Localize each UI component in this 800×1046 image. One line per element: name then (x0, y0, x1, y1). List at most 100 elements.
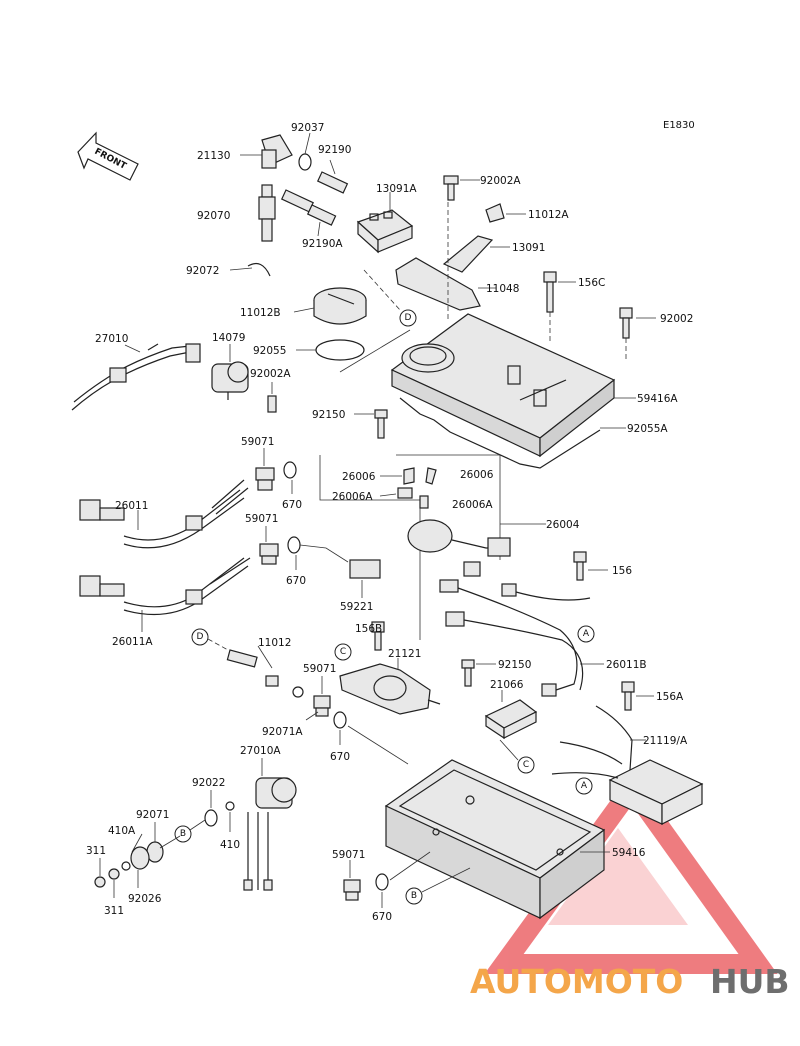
terminal-26006A-1 (397, 487, 413, 499)
label-21130: 21130 (197, 150, 230, 162)
label-92026: 92026 (128, 893, 162, 905)
bolt-156B (374, 631, 382, 651)
harness-26011B (439, 579, 591, 697)
bolt-92002-head (619, 307, 633, 319)
label-11012A: 11012A (528, 209, 569, 221)
label-14079: 14079 (212, 332, 245, 344)
bolt-92002A-2 (447, 183, 455, 201)
svg-text:A: A (581, 781, 588, 791)
diagram-code: E1830 (663, 120, 695, 131)
bolt-92150-2 (464, 667, 472, 687)
label-27010A: 27010A (240, 745, 281, 757)
ref-B-1 (405, 887, 423, 905)
label-92002A-2: 92002A (480, 175, 521, 187)
bolt-156A-head (621, 681, 635, 693)
label-92150-1: 92150 (312, 409, 345, 421)
label-92037: 92037 (291, 122, 324, 134)
tube-92190A-1 (280, 189, 314, 213)
tube-11012 (226, 649, 258, 668)
clamp-92072 (247, 263, 271, 277)
front-arrow-icon: FRONT (77, 131, 139, 181)
label-92071A: 92071A (262, 726, 303, 738)
label-11048: 11048 (486, 283, 519, 295)
label-26006-1: 26006 (342, 471, 376, 483)
label-27010: 27010 (95, 333, 128, 345)
label-26006-2: 26006 (460, 469, 494, 481)
label-26011: 26011 (115, 500, 148, 512)
bolt-92002A-2-head (443, 175, 459, 185)
label-21119A: 21119/A (643, 735, 688, 747)
label-92072: 92072 (186, 265, 219, 277)
label-21066: 21066 (490, 679, 524, 691)
tube-92190 (316, 171, 349, 194)
label-156B: 156B (355, 623, 382, 635)
switch-27010 (71, 343, 201, 411)
label-59416A: 59416A (637, 393, 678, 405)
grommet-11012A (485, 203, 505, 223)
label-92071: 92071 (136, 809, 169, 821)
label-59071-1: 59071 (241, 436, 274, 448)
svg-text:D: D (405, 313, 412, 323)
label-410: 410 (220, 839, 240, 851)
fitting-59071-2 (259, 543, 279, 565)
case-59416 (384, 759, 606, 920)
label-59071-3: 59071 (303, 663, 336, 675)
label-13091A: 13091A (376, 183, 417, 195)
terminal-26006-2 (425, 467, 437, 485)
cover-59416A (390, 313, 616, 458)
bolt-92150-1 (377, 417, 385, 439)
label-311-1: 311 (86, 845, 106, 857)
svg-text:C: C (340, 647, 346, 657)
svg-text:B: B (180, 829, 186, 839)
terminal-26006-1 (403, 467, 415, 485)
label-26004: 26004 (546, 519, 580, 531)
svg-text:C: C (523, 760, 529, 770)
oring-670-4 (375, 873, 389, 891)
label-92190A: 92190A (302, 238, 343, 250)
nut-311-2 (94, 876, 106, 888)
harness-26004 (407, 519, 511, 577)
ref-D-2 (191, 628, 209, 646)
harness-26011 (79, 479, 249, 549)
label-13091: 13091 (512, 242, 545, 254)
label-670-1: 670 (282, 499, 302, 511)
label-92055: 92055 (253, 345, 286, 357)
bolt-156 (576, 561, 584, 581)
fitting-59071-4 (343, 879, 361, 901)
relay-14079 (211, 361, 249, 400)
bolt-156-head (573, 551, 587, 563)
watermark-text-1: AUTOMOTO (470, 962, 683, 1001)
label-21121: 21121 (388, 648, 421, 660)
regulator-21066 (484, 699, 538, 740)
oring-670-1 (283, 461, 297, 479)
label-26011A: 26011A (112, 636, 153, 648)
label-92002: 92002 (660, 313, 693, 325)
label-92022: 92022 (192, 777, 225, 789)
svg-text:B: B (411, 891, 417, 901)
coil-21121 (339, 663, 441, 715)
cap-11012B (313, 287, 367, 325)
label-156C: 156C (578, 277, 605, 289)
ref-A-2 (575, 777, 593, 795)
spark-plug-92070 (258, 184, 276, 242)
label-156: 156 (612, 565, 632, 577)
tube-92190A-2 (306, 204, 337, 226)
bolt-156C-head (543, 271, 557, 283)
oring-670-3 (333, 711, 347, 729)
plug-cap-21130 (261, 134, 293, 169)
label-311-2: 311 (104, 905, 124, 917)
bolt-156C (546, 281, 554, 313)
svg-text:D: D (197, 632, 204, 642)
label-670-2: 670 (286, 575, 306, 587)
washer-410 (225, 801, 235, 811)
grommet-11012 (265, 675, 279, 687)
bracket-11048 (395, 257, 481, 311)
watermark-text-2: HUB (710, 962, 790, 1001)
label-59071-2: 59071 (245, 513, 278, 525)
clip-92037 (298, 153, 312, 171)
nut-311-1 (108, 868, 120, 880)
label-59416: 59416 (612, 847, 646, 859)
label-156A: 156A (656, 691, 684, 703)
label-59071-4: 59071 (332, 849, 365, 861)
